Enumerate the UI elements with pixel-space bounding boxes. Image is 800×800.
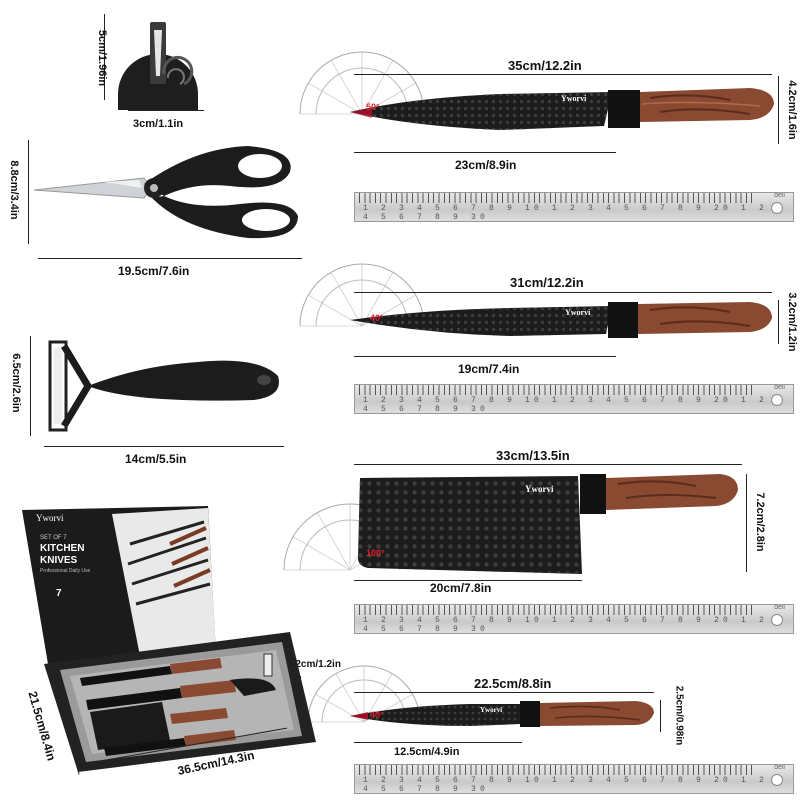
peeler-height-line (30, 336, 31, 436)
knife-4-height-line (660, 700, 661, 732)
ruler-numbers: 1 2 3 4 5 6 7 8 9 10 1 2 3 4 5 6 7 8 9 2… (363, 616, 787, 634)
ruler-3: 1 2 3 4 5 6 7 8 9 10 1 2 3 4 5 6 7 8 9 2… (354, 604, 794, 634)
kitchen-scissors (33, 140, 300, 246)
scissors-height-label: 8.8cm/3.4in (8, 160, 20, 220)
knife-3-total-line (354, 464, 742, 465)
knife-1-blade-label: 23cm/8.9in (455, 158, 517, 172)
ruler-numbers: 1 2 3 4 5 6 7 8 9 10 1 2 3 4 5 6 7 8 9 2… (363, 776, 787, 794)
gift-box (20, 504, 320, 774)
scissors-length-label: 19.5cm/7.6in (118, 264, 190, 278)
knife-4-total-label: 22.5cm/8.8in (474, 676, 552, 691)
knife-3-height-label: 7.2cm/2.8in (754, 492, 766, 552)
box-tagline: Professional Daily Use (40, 568, 91, 574)
sharpener-width-label: 3cm/1.1in (133, 118, 184, 130)
knife-1-height-label: 4.2cm/1.6in (786, 80, 798, 140)
knife-2-brand: Yworvi (565, 308, 591, 317)
chef-knife (350, 84, 776, 136)
knife-3-brand: Yworvi (525, 484, 554, 494)
knife-sharpener (112, 14, 204, 114)
cleaver-knife (356, 470, 740, 576)
knife-2-blade-label: 19cm/7.4in (458, 362, 520, 376)
knife-1-angle: 50° (366, 102, 380, 112)
knife-4-brand: Yworvi (480, 706, 503, 714)
knife-1-total-label: 35cm/12.2in (508, 58, 582, 73)
knife-2-height-line (778, 300, 779, 344)
knife-2-total-line (354, 292, 772, 293)
sharpener-width-line (128, 110, 204, 111)
knife-2-height-label: 3.2cm/1.2in (786, 292, 798, 352)
knife-3-angle: 100° (366, 548, 385, 558)
ruler-brand: deli (774, 764, 785, 771)
ruler-numbers: 1 2 3 4 5 6 7 8 9 10 1 2 3 4 5 6 7 8 9 2… (363, 204, 787, 222)
box-subtitle: SET OF 7 (40, 535, 67, 541)
box-brand: Yworvi (36, 513, 64, 523)
knife-2-angle: 40° (370, 313, 384, 323)
sharpener-height-label: 5cm/1.96in (96, 29, 108, 87)
box-title-line2: KNIVES (40, 555, 78, 566)
vegetable-peeler (48, 336, 284, 436)
knife-1-total-line (354, 74, 772, 75)
knife-1-height-line (778, 76, 779, 144)
ruler-brand: deli (774, 384, 785, 391)
paring-knife (350, 698, 656, 730)
knife-3-blade-label: 20cm/7.8in (430, 581, 492, 595)
knife-2-total-label: 31cm/12.2in (510, 275, 584, 290)
knife-3-height-line (746, 474, 747, 572)
ruler-brand: deli (774, 192, 785, 199)
ruler-2: 1 2 3 4 5 6 7 8 9 10 1 2 3 4 5 6 7 8 9 2… (354, 384, 794, 414)
scissors-length-line (38, 258, 302, 259)
peeler-length-label: 14cm/5.5in (125, 452, 187, 466)
knife-4-height-label: 2.5cm/0.98in (673, 685, 685, 746)
knife-4-blade-line (354, 742, 522, 743)
knife-4-side-height-label: 3.2cm/1.2in (287, 659, 341, 670)
peeler-height-label: 6.5cm/2.6in (10, 353, 22, 413)
knife-4-angle: 40° (370, 710, 384, 720)
knife-4-total-line (354, 692, 654, 693)
slicing-knife (350, 298, 774, 342)
ruler-numbers: 1 2 3 4 5 6 7 8 9 10 1 2 3 4 5 6 7 8 9 2… (363, 396, 787, 414)
knife-3-total-label: 33cm/13.5in (496, 448, 570, 463)
knife-1-blade-line (354, 152, 616, 153)
knife-3-blade-line (354, 580, 582, 581)
ruler-4: 1 2 3 4 5 6 7 8 9 10 1 2 3 4 5 6 7 8 9 2… (354, 764, 794, 794)
box-count: 7 (56, 588, 62, 599)
ruler-brand: deli (774, 604, 785, 611)
sharpener-height-line (104, 14, 105, 100)
ruler-1: 1 2 3 4 5 6 7 8 9 10 1 2 3 4 5 6 7 8 9 2… (354, 192, 794, 222)
peeler-length-line (44, 446, 284, 447)
box-title-line1: KITCHEN (40, 543, 85, 554)
knife-2-blade-line (354, 356, 616, 357)
knife-1-brand: Yworvi (561, 94, 587, 103)
scissors-height-line (28, 140, 29, 244)
knife-4-blade-label: 12.5cm/4.9in (394, 746, 460, 758)
